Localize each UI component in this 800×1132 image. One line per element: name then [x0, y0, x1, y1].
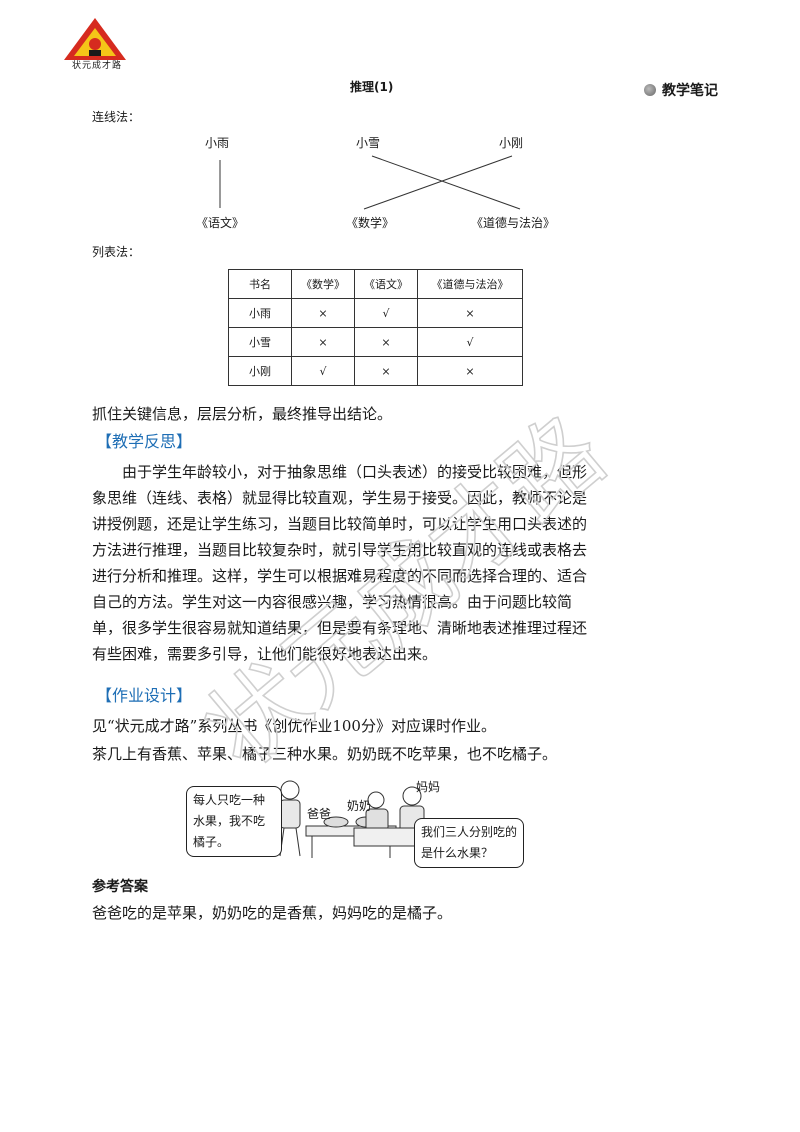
- connection-line: [363, 155, 513, 210]
- key-info-text: 抓住关键信息，层层分析，最终推导出结论。: [92, 405, 393, 423]
- table-cell: ×: [417, 298, 523, 328]
- table-cell: 小雨: [228, 298, 292, 328]
- answer-text: 爸爸吃的是苹果，奶奶吃的是香蕉，妈妈吃的是橘子。: [92, 904, 453, 922]
- table-cell: √: [291, 356, 355, 386]
- student-node: 小雪: [356, 136, 381, 150]
- mom-speech-bubble: 我们三人分别吃的是什么水果？: [414, 818, 524, 868]
- table-cell: ×: [354, 356, 418, 386]
- table-header-row: 书名 《数学》 《语文》 《道德与法治》: [228, 269, 523, 299]
- family-illustration: [279, 780, 435, 858]
- student-node: 小刚: [499, 136, 524, 150]
- table-cell: √: [354, 298, 418, 328]
- dad-label: 爸爸: [307, 807, 332, 821]
- table-cell: ×: [417, 356, 523, 386]
- bullet-icon: [644, 84, 656, 96]
- book-node: 《语文》: [196, 216, 245, 230]
- table-cell: ×: [291, 298, 355, 328]
- book-node: 《道德与法治》: [471, 216, 556, 230]
- teaching-notes-label: 教学笔记: [644, 80, 718, 100]
- table-cell: 小雪: [228, 327, 292, 357]
- lesson-title: 推理(1): [350, 80, 394, 94]
- connection-lines: [219, 155, 521, 210]
- table-header-cell: 《道德与法治》: [417, 269, 523, 299]
- table-row: 小雨 × √ ×: [228, 298, 523, 328]
- homework-text: 见“状元成才路”系列丛书《创优作业100分》对应课时作业。: [92, 717, 496, 735]
- table-cell: √: [417, 327, 523, 357]
- book-node: 《数学》: [346, 216, 395, 230]
- student-node: 小雨: [205, 136, 230, 150]
- reflection-heading: 【教学反思】: [96, 432, 193, 451]
- reflection-paragraph: 由于学生年龄较小，对于抽象思维（口头表述）的接受比较困难，但形象思维（连线、表格…: [92, 463, 588, 663]
- table-header-cell: 《数学》: [291, 269, 355, 299]
- homework-problem: 茶几上有香蕉、苹果、橘子三种水果。奶奶既不吃苹果，也不吃橘子。: [92, 745, 558, 763]
- connection-line: [371, 155, 521, 210]
- table-cell: 小刚: [228, 356, 292, 386]
- reasoning-table: 书名 《数学》 《语文》 《道德与法治》 小雨 × √ × 小雪 × × √ 小…: [228, 269, 523, 386]
- logo-text: 状元成才路: [71, 61, 122, 71]
- table-cell: ×: [354, 327, 418, 357]
- table-row: 小雪 × × √: [228, 327, 523, 357]
- table-row: 小刚 √ × ×: [228, 356, 523, 386]
- table-cell: ×: [291, 327, 355, 357]
- answer-heading: 参考答案: [92, 879, 148, 895]
- table-header-cell: 《语文》: [354, 269, 418, 299]
- table-header-cell: 书名: [228, 269, 292, 299]
- homework-heading: 【作业设计】: [96, 686, 193, 705]
- grandma-label: 奶奶: [347, 799, 372, 813]
- teaching-notes-text: 教学笔记: [662, 83, 718, 99]
- dad-speech-bubble: 每人只吃一种水果，我不吃橘子。: [186, 786, 282, 857]
- line-method-label: 连线法：: [92, 110, 141, 124]
- table-method-label: 列表法：: [92, 245, 141, 259]
- publisher-logo: [64, 18, 126, 60]
- mom-label: 妈妈: [416, 780, 441, 794]
